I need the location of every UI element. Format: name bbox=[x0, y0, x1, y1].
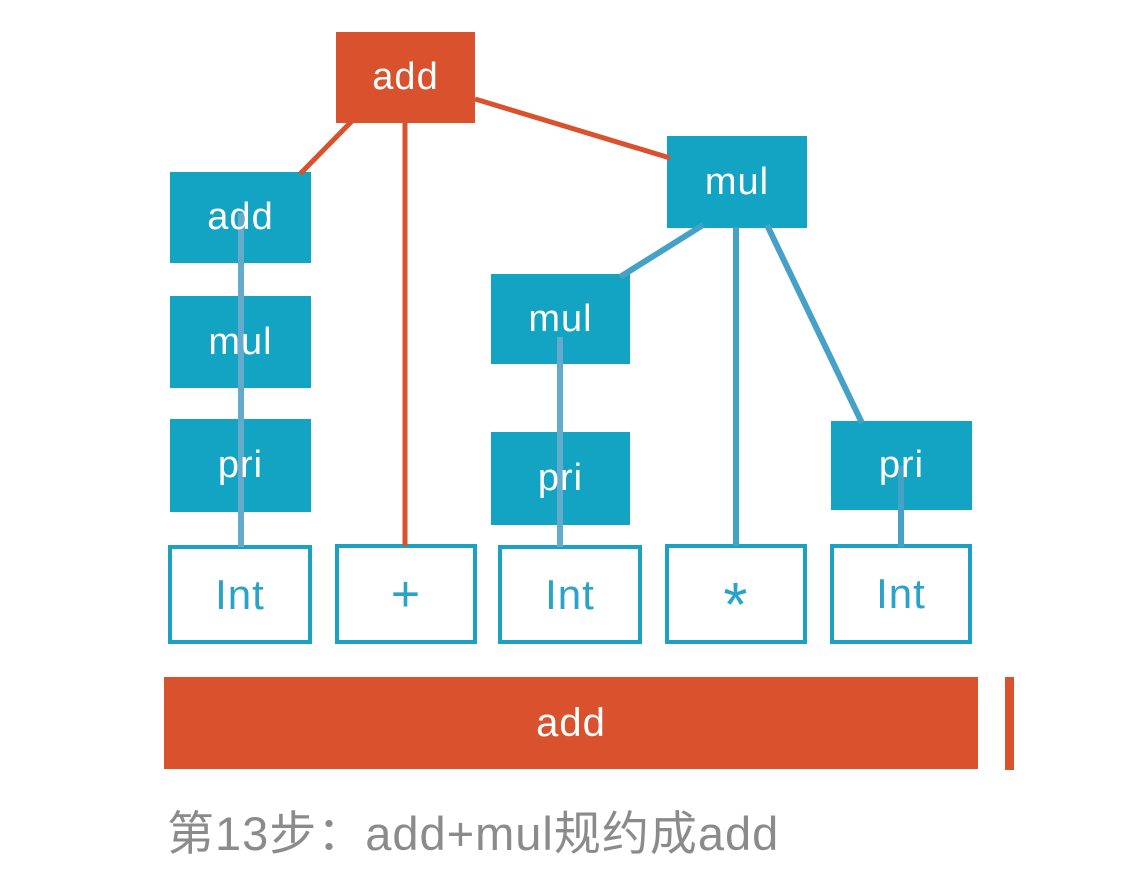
edge-root-to-left-add bbox=[298, 119, 354, 176]
token-int-2-label: Int bbox=[545, 570, 595, 618]
step-caption: 第13步：add+mul规约成add bbox=[167, 807, 780, 860]
edge-root-to-right-mul bbox=[474, 96, 671, 161]
token-int-3-label: Int bbox=[876, 570, 926, 617]
stack-bar-label: add bbox=[536, 700, 606, 745]
token-plus bbox=[335, 544, 477, 644]
stack-reduced-add-bar: add bbox=[164, 677, 978, 769]
token-plus-label: + bbox=[390, 566, 422, 622]
node-root-add-label: add bbox=[372, 56, 439, 98]
node-right-mul bbox=[667, 136, 807, 228]
node-right-pri-label: pri bbox=[878, 444, 925, 486]
node-left-pri-label: pri bbox=[217, 444, 264, 486]
node-left-add-label: add bbox=[207, 196, 274, 238]
edge-right-mul-to-right-pri bbox=[764, 223, 865, 425]
node-left-mul-label: mul bbox=[208, 320, 273, 363]
node-mid-mul-label: mul bbox=[528, 297, 593, 340]
token-int-2 bbox=[498, 545, 642, 644]
edge-right-mul-to-mid-mul bbox=[618, 222, 705, 280]
node-mid-pri-label: pri bbox=[537, 457, 584, 499]
token-star bbox=[665, 544, 807, 644]
stack-divider-bar bbox=[1005, 677, 1014, 770]
node-root-add bbox=[336, 32, 475, 123]
token-int-1-label: Int bbox=[215, 570, 265, 618]
token-star-label: * bbox=[723, 570, 749, 640]
node-right-mul-label: mul bbox=[704, 160, 770, 203]
